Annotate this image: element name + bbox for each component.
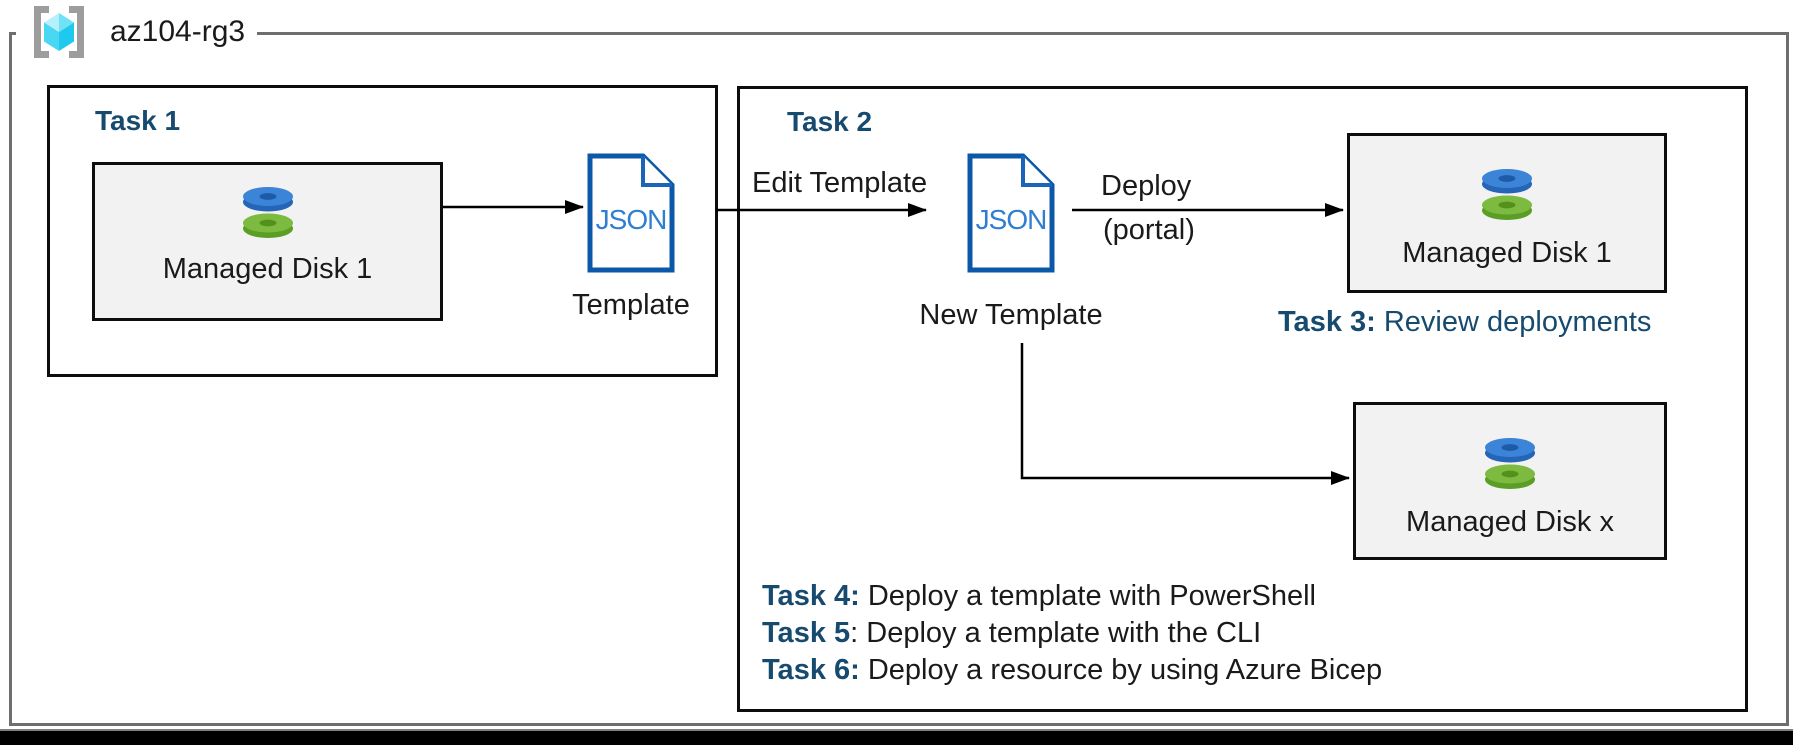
task6-text: Deploy a resource by using Azure Bicep xyxy=(859,654,1383,686)
managed-disk-x-label: Managed Disk x xyxy=(1406,506,1614,538)
task5-line: Task 5: Deploy a template with the CLI xyxy=(762,615,1382,652)
resource-group-legend: az104-rg3 xyxy=(16,3,258,61)
deploy-portal-label: (portal) xyxy=(1103,214,1195,246)
managed-disk-icon xyxy=(1485,438,1535,489)
task1-title: Task 1 xyxy=(95,105,181,136)
json-file-label: JSON xyxy=(595,204,668,235)
task4-text: Deploy a template with PowerShell xyxy=(859,580,1316,612)
template-caption: Template xyxy=(572,289,690,321)
json-template-icon: JSON xyxy=(587,153,675,273)
task5-prefix: Task 5 xyxy=(762,617,851,649)
task-list: Task 4: Deploy a template with PowerShel… xyxy=(762,578,1382,689)
task4-line: Task 4: Deploy a template with PowerShel… xyxy=(762,578,1382,615)
managed-disk-x-box: Managed Disk x xyxy=(1353,402,1667,560)
managed-disk-1-result-box: Managed Disk 1 xyxy=(1347,133,1667,293)
managed-disk-1-result-label: Managed Disk 1 xyxy=(1402,237,1612,269)
resource-group-box xyxy=(9,32,1789,726)
task3-caption: Task 3: Review deployments xyxy=(1278,306,1651,339)
resource-group-icon xyxy=(34,6,84,58)
task4-prefix: Task 4: xyxy=(762,580,860,612)
task2-title: Task 2 xyxy=(787,106,873,137)
managed-disk-icon xyxy=(242,187,293,238)
new-template-caption: New Template xyxy=(919,299,1103,331)
json-file-icon xyxy=(967,153,1055,273)
task3-text: Review deployments xyxy=(1375,306,1652,338)
resource-group-name: az104-rg3 xyxy=(110,15,246,48)
bottom-bar xyxy=(0,729,1793,745)
managed-disk-icon xyxy=(1482,169,1532,220)
deploy-label: Deploy xyxy=(1101,170,1192,202)
task3-prefix: Task 3: xyxy=(1278,306,1376,338)
json-new-template-icon: JSON xyxy=(967,153,1055,273)
managed-disk-1-box: Managed Disk 1 xyxy=(92,162,443,321)
json-file-icon xyxy=(587,153,675,273)
task6-prefix: Task 6: xyxy=(762,654,860,686)
json-file-label: JSON xyxy=(975,204,1048,235)
managed-disk-1-label: Managed Disk 1 xyxy=(162,253,373,285)
task5-text: : Deploy a template with the CLI xyxy=(850,617,1262,649)
task6-line: Task 6: Deploy a resource by using Azure… xyxy=(762,652,1382,689)
edit-template-label: Edit Template xyxy=(752,167,928,199)
